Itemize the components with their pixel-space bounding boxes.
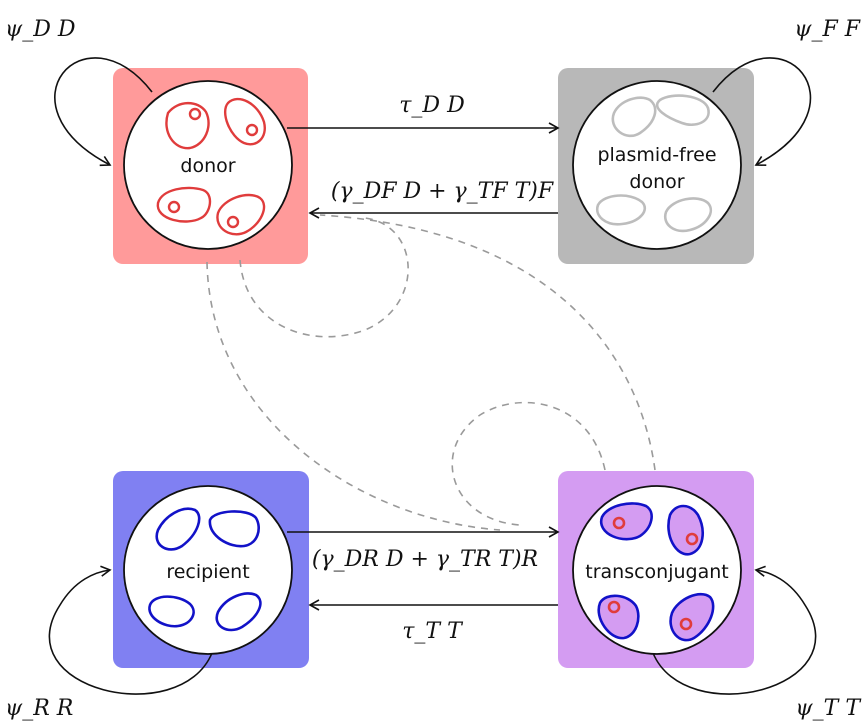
recipient-cell-1 — [155, 507, 201, 551]
plasmid-free-cells — [595, 94, 713, 233]
trans-plasmid-4 — [679, 617, 693, 631]
trans-cell-4 — [669, 592, 715, 642]
free-loop-label: ψ_F F — [794, 17, 861, 42]
edge-label-recipient-to-trans: (γ_DR D + γ_TR T)R — [312, 547, 538, 572]
donor-plasmid-3 — [167, 200, 181, 214]
donor-cell-3 — [156, 186, 212, 223]
trans-cell-1 — [599, 502, 653, 541]
free-cell-2 — [655, 94, 710, 127]
trans-loop-label: ψ_T T — [795, 696, 862, 721]
free-cell-1 — [611, 96, 657, 138]
trans-self-loop — [652, 565, 817, 695]
trans-plasmid-1 — [612, 516, 626, 530]
recipient-cell-2 — [208, 510, 260, 548]
donor-plasmid-2 — [245, 123, 259, 137]
dashed-interaction-curves — [206, 214, 656, 531]
recipient-circle — [123, 485, 293, 655]
transition-arrows — [287, 122, 560, 611]
donor-label: donor — [180, 155, 235, 177]
recipient-cell-4 — [215, 592, 262, 632]
recipient-cells — [148, 507, 262, 632]
donor-cell-1 — [165, 101, 210, 150]
edge-label-trans-to-recipient: τ_T T — [402, 619, 464, 644]
trans-cell-2 — [667, 504, 704, 556]
trans-plasmid-2 — [685, 532, 699, 546]
recipient-self-loop — [48, 565, 213, 695]
edge-label-donor-to-free: τ_D D — [399, 93, 465, 118]
donor-self-loop — [54, 57, 153, 167]
dashed-trans-to-free-edge — [319, 214, 656, 471]
dashed-trans-loop — [451, 401, 606, 526]
trans-plasmid-3 — [607, 600, 621, 614]
free-self-loop — [712, 57, 812, 167]
plasmid-free-label-line2: donor — [629, 171, 684, 193]
recipient-label: recipient — [166, 561, 249, 583]
donor-loop-label: ψ_D D — [5, 17, 76, 42]
plasmid-free-label-line1: plasmid-free — [597, 144, 716, 166]
recipient-cell-3 — [148, 595, 195, 628]
recipient-loop-label: ψ_R R — [5, 696, 73, 721]
edge-label-free-to-donor: (γ_DF D + γ_TF T)F — [331, 179, 554, 204]
transconjugant-cells — [597, 502, 715, 642]
dashed-donor-loop — [239, 217, 409, 338]
self-loops — [48, 57, 817, 695]
donor-cells — [156, 97, 266, 236]
donor-cell-4 — [216, 193, 266, 236]
transconjugant-label: transconjugant — [585, 561, 728, 583]
free-cell-4 — [663, 197, 713, 233]
donor-cell-2 — [223, 97, 266, 146]
free-cell-3 — [595, 194, 647, 226]
donor-plasmid-4 — [226, 215, 240, 229]
donor-plasmid-1 — [188, 107, 202, 121]
